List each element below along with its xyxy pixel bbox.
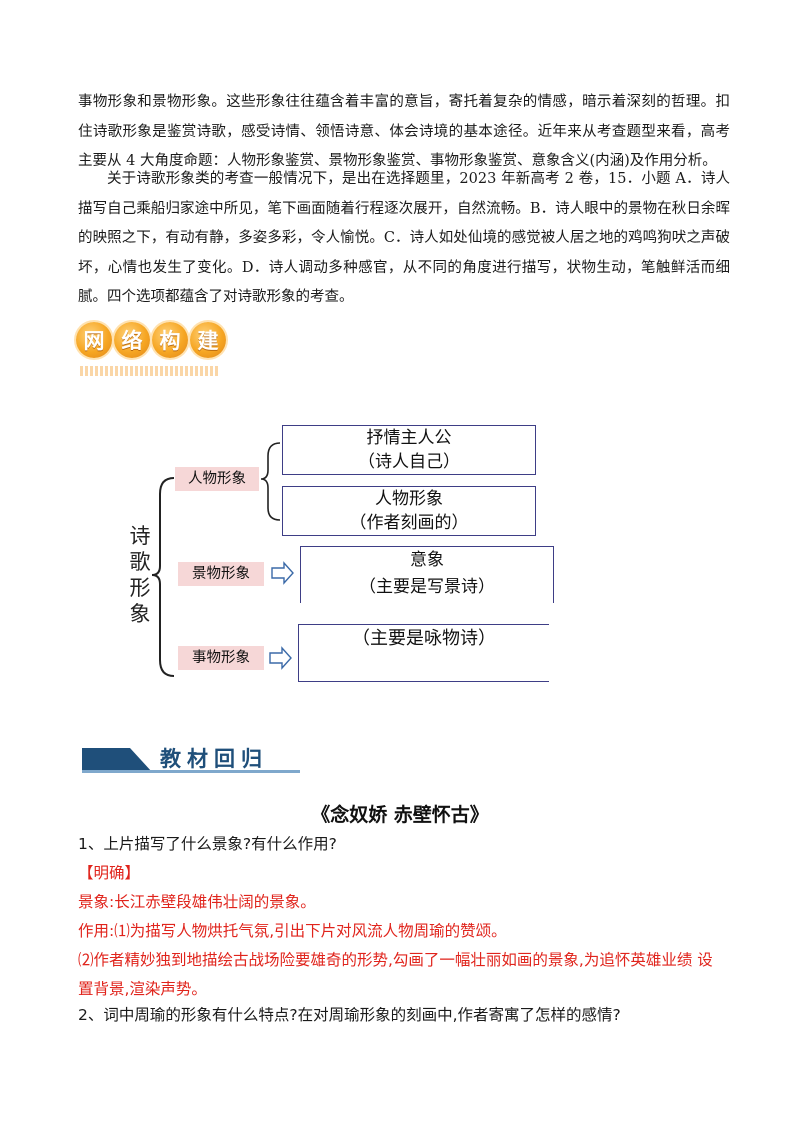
box-imagery: 意象 （主要是写景诗） — [300, 546, 554, 603]
diagram-connectors — [151, 442, 294, 677]
section-header-bar — [82, 748, 300, 773]
diagram-root-label: 诗 歌 形 象 — [128, 523, 152, 627]
badge-char-3: 构 — [152, 322, 188, 358]
box-lyric-protagonist: 抒情主人公 （诗人自己） — [282, 425, 536, 475]
root-char-3: 形 — [129, 576, 151, 600]
person-brace — [260, 442, 281, 521]
answer-effect-2: ⑵作者精妙独到地描绘古战场险要雄奇的形势,勾画了一幅壮丽如画的景象,为追怀英雄业… — [78, 951, 713, 998]
answer-scene: 景象:长江赤壁段雄伟壮阔的景象。 — [78, 893, 316, 911]
poem-title: 《念奴娇 赤壁怀古》 — [311, 804, 489, 826]
badge-char-4: 建 — [190, 322, 226, 358]
branch-object: 事物形象 — [178, 646, 264, 670]
box4-line1: （主要是咏物诗） — [352, 628, 496, 649]
question-1: 1、上片描写了什么景象?有什么作用? — [78, 835, 337, 853]
badge-char-2: 络 — [114, 322, 150, 358]
box2-line1: 人物形象 — [375, 489, 443, 509]
badge-char-1: 网 — [76, 322, 112, 358]
intro-paragraph-2: 关于诗歌形象类的考查一般情况下，是出在选择题里，2023 年新高考 2 卷，15… — [78, 171, 730, 305]
network-badge: 网 络 构 建 — [76, 322, 226, 358]
arrow-icon — [269, 646, 292, 670]
box3-line2: （主要是写景诗） — [359, 577, 495, 597]
badge-underline — [80, 366, 220, 376]
box-portrayed-person: 人物形象 （作者刻画的） — [282, 486, 536, 536]
section-title: 教材回归 — [160, 747, 268, 771]
box-object-poem: （主要是咏物诗） — [298, 624, 549, 682]
main-brace — [151, 477, 175, 677]
answer-effect-1: 作用:⑴为描写人物烘托气氛,引出下片对风流人物周瑜的赞颂。 — [78, 922, 507, 940]
intro-paragraph-1: 事物形象和景物形象。这些形象往往蕴含着丰富的意旨，寄托着复杂的情感，暗示着深刻的… — [78, 94, 730, 169]
root-char-2: 歌 — [129, 550, 151, 574]
arrow-icon — [271, 561, 294, 585]
box1-line1: 抒情主人公 — [366, 428, 452, 448]
question-2: 2、词中周瑜的形象有什么特点?在对周瑜形象的刻画中,作者寄寓了怎样的感情? — [78, 1006, 621, 1024]
box1-line2: （诗人自己） — [358, 452, 460, 472]
root-char-1: 诗 — [129, 524, 151, 548]
clarify-label: 【明确】 — [78, 864, 141, 882]
root-char-4: 象 — [129, 602, 151, 626]
branch-scene: 景物形象 — [178, 562, 264, 586]
box3-line1: 意象 — [410, 550, 444, 570]
box2-line2: （作者刻画的） — [349, 513, 469, 533]
branch-person: 人物形象 — [175, 467, 259, 491]
